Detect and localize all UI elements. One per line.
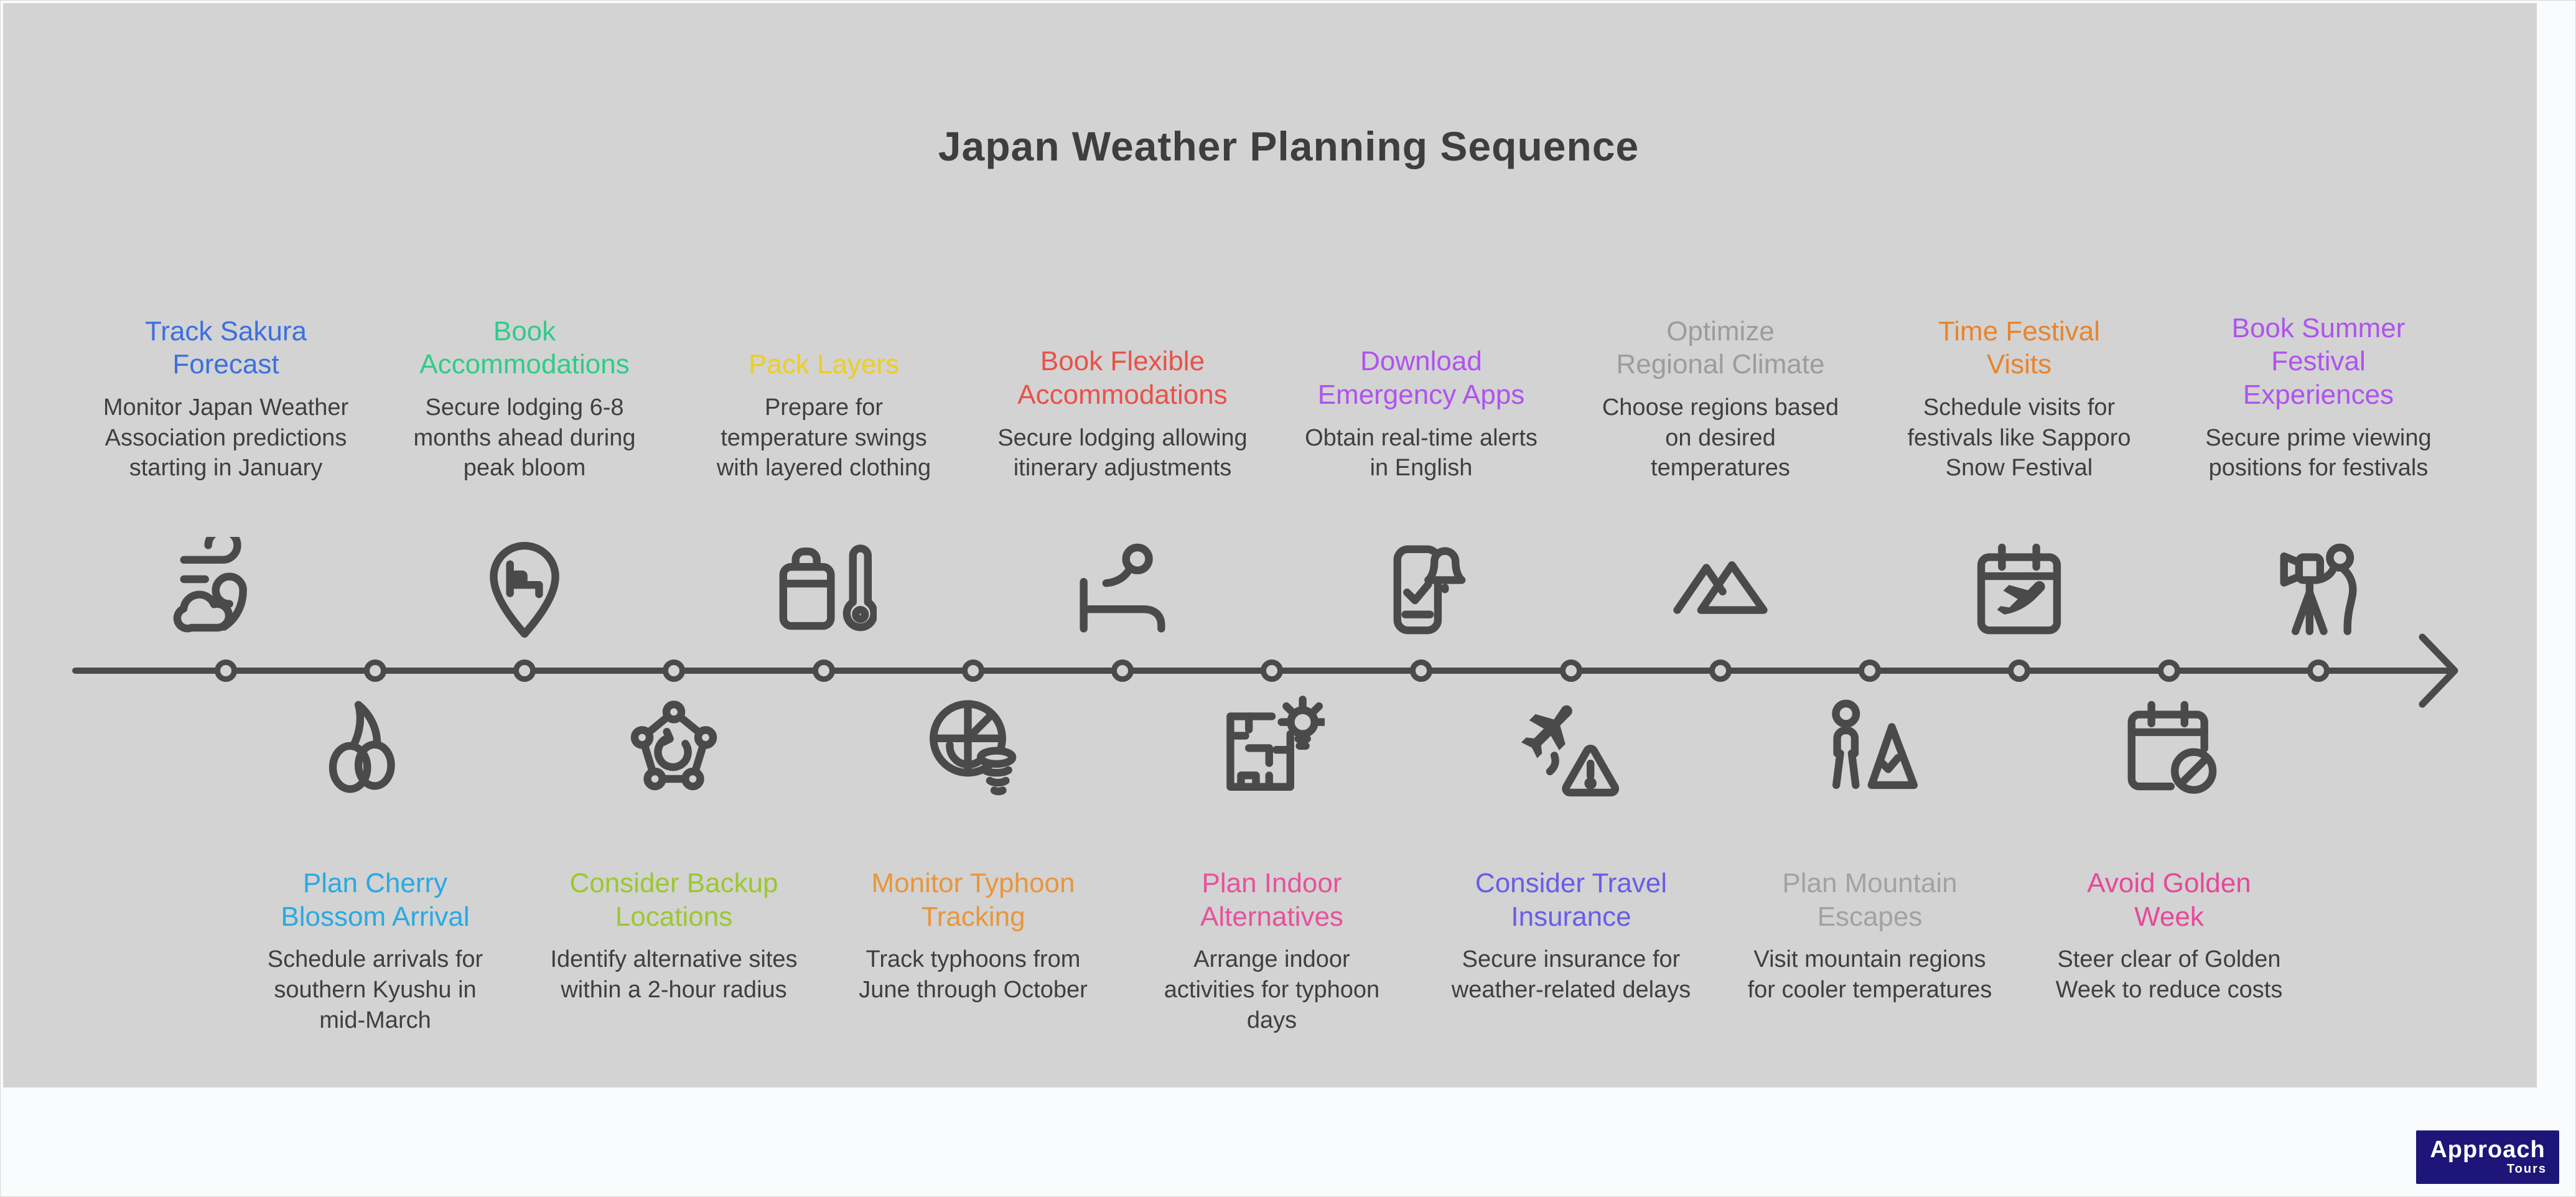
item-description: Choose regions based on desired temperat…	[1602, 394, 1839, 482]
item-description: Arrange indoor activities for typhoon da…	[1164, 946, 1380, 1033]
timeline-node	[364, 659, 386, 682]
phone-alert-icon	[1368, 537, 1474, 643]
item-description: Visit mountain regions for cooler temper…	[1747, 946, 1992, 1003]
item-title: Consider Backup Locations	[569, 868, 778, 932]
network-icon	[621, 694, 727, 800]
item-description: Secure insurance for weather-related del…	[1451, 946, 1691, 1003]
item-title: Pack Layers	[748, 349, 900, 380]
mountains-icon	[1668, 537, 1773, 643]
item-title: Book Summer Festival Experiences	[2231, 312, 2406, 411]
item-description: Secure lodging 6-8 months ahead during p…	[413, 394, 636, 482]
item-title: Download Emergency Apps	[1317, 346, 1525, 411]
timeline-node	[1111, 659, 1134, 682]
brand-logo: Approach Tours	[2416, 1130, 2559, 1184]
item-title: Book Flexible Accommodations	[1017, 346, 1228, 411]
timeline-node	[1261, 659, 1283, 682]
brand-name: Approach	[2430, 1137, 2546, 1163]
item-description: Identify alternative sites within a 2-ho…	[550, 946, 798, 1003]
item-title: Consider Travel Insurance	[1475, 868, 1668, 932]
timeline-node	[2158, 659, 2180, 682]
wind-cloud-icon	[173, 526, 279, 643]
timeline-node	[1859, 659, 1881, 682]
item-description: Track typhoons from June through October	[859, 946, 1088, 1003]
luggage-thermometer-icon	[771, 537, 878, 643]
brand-sub-label: Tours	[2506, 1162, 2547, 1176]
page-title: Japan Weather Planning Sequence	[938, 123, 1640, 169]
item-description: Secure lodging allowing itinerary adjust…	[997, 424, 1248, 482]
item-description: Schedule visits for festivals like Sappo…	[1907, 394, 2131, 482]
item-description: Obtain real-time alerts in English	[1305, 424, 1538, 482]
item-title: Monitor Typhoon Tracking	[871, 868, 1075, 932]
item-title: Avoid Golden Week	[2087, 868, 2251, 932]
pin-bed-icon	[472, 537, 577, 643]
item-title: Track Sakura Forecast	[144, 315, 307, 380]
floorplan-bulb-icon	[1219, 694, 1328, 800]
timeline-node	[663, 659, 685, 682]
item-title: Plan Indoor Alternatives	[1200, 868, 1343, 932]
item-title: Time Festival Visits	[1938, 315, 2100, 380]
hiker-mountain-icon	[1817, 694, 1923, 800]
timeline-node	[2008, 659, 2030, 682]
calendar-plane-icon	[1966, 537, 2072, 643]
calendar-ban-icon	[2116, 694, 2222, 800]
cherries-icon	[322, 694, 428, 800]
timeline-node	[1410, 659, 1432, 682]
item-description: Steer clear of Golden Week to reduce cos…	[2055, 946, 2283, 1003]
photographer-icon	[2266, 537, 2371, 643]
timeline-arrowhead-icon	[2419, 633, 2458, 708]
infographic-canvas	[3, 3, 2537, 1088]
item-title: Optimize Regional Climate	[1616, 315, 1825, 380]
timeline-node	[1560, 659, 1582, 682]
item-description: Prepare for temperature swings with laye…	[716, 394, 931, 482]
timeline-node	[513, 659, 536, 682]
item-description: Secure prime viewing positions for festi…	[2205, 424, 2432, 482]
timeline-node	[2307, 659, 2330, 682]
timeline-node	[813, 659, 835, 682]
item-description: Monitor Japan Weather Association predic…	[103, 394, 349, 482]
item-title: Plan Mountain Escapes	[1782, 868, 1958, 932]
timeline-node	[962, 659, 984, 682]
person-bed-icon	[1070, 537, 1175, 643]
plane-warning-icon	[1518, 694, 1624, 800]
timeline-node	[215, 659, 237, 682]
timeline-node	[1709, 659, 1732, 682]
radar-typhoon-icon	[920, 694, 1026, 800]
item-title: Book Accommodations	[419, 315, 630, 380]
item-title: Plan Cherry Blossom Arrival	[281, 868, 470, 932]
item-description: Schedule arrivals for southern Kyushu in…	[267, 946, 483, 1033]
